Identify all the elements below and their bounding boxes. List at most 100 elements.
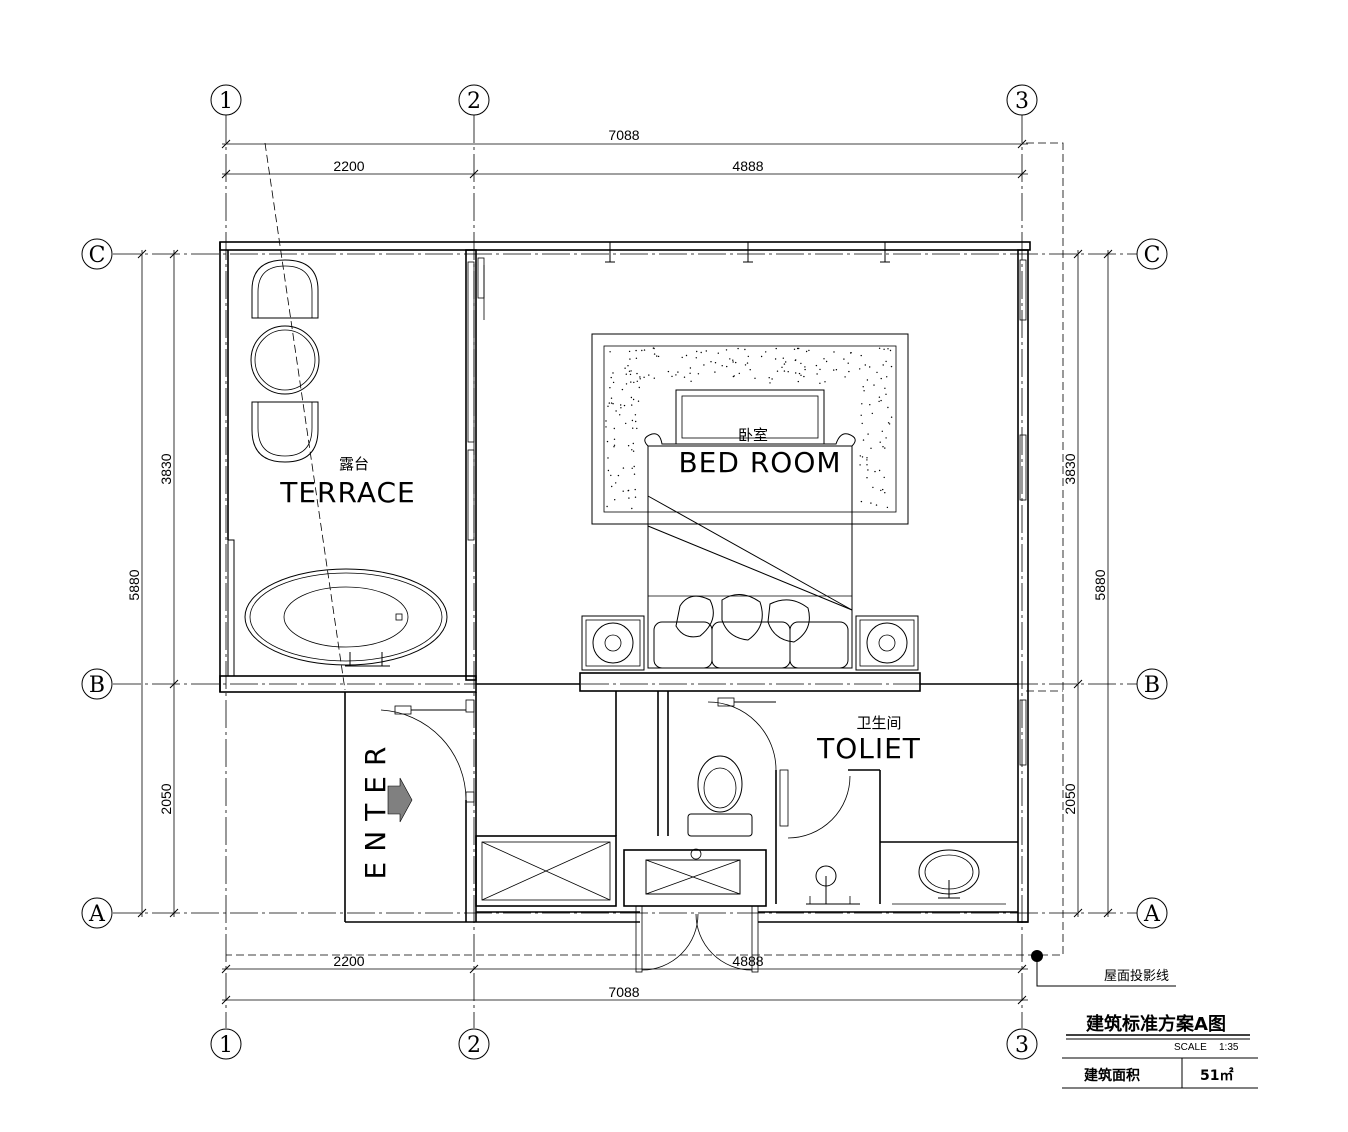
rug-speckle: [608, 402, 610, 404]
rug-speckle: [610, 397, 613, 399]
rug-speckle: [866, 459, 868, 461]
rug-speckle: [643, 376, 645, 378]
rug-speckle: [631, 419, 634, 422]
rug-speckle: [634, 496, 637, 498]
rug-speckle: [866, 379, 869, 381]
svg-text:C: C: [1144, 243, 1161, 268]
svg-text:A: A: [88, 902, 106, 927]
shower-fixture: [806, 865, 860, 905]
terrace-label-cn: 露台: [339, 455, 369, 473]
rug-speckle: [880, 377, 882, 380]
rug-speckle: [621, 388, 624, 391]
grid-bubble-bottom-1: 1: [210, 1028, 242, 1060]
rug-speckle: [882, 446, 884, 448]
curtain-track: [477, 242, 890, 320]
rug-speckle: [774, 358, 777, 360]
dim-right-lower: 2050: [1062, 783, 1078, 814]
rug-speckle: [620, 404, 622, 406]
rug-speckle: [635, 420, 637, 423]
rug-speckle: [630, 396, 633, 399]
rug-speckle: [862, 439, 865, 441]
grid-bubble-right-C: C: [1136, 238, 1168, 270]
rug-speckle: [732, 375, 735, 378]
rug-speckle: [798, 372, 801, 375]
rug-speckle: [844, 376, 846, 378]
rug-speckle: [760, 355, 763, 358]
rug-speckle: [859, 464, 861, 466]
rug-speckle: [803, 375, 805, 378]
rug-speckle: [614, 499, 616, 501]
rug-speckle: [881, 430, 883, 432]
rug-speckle: [689, 372, 691, 374]
rug-speckle: [610, 474, 612, 477]
rug-speckle: [890, 416, 893, 418]
rug-speckle: [632, 398, 635, 401]
rug-speckle: [737, 347, 739, 350]
dim-left-upper: 3830: [158, 453, 174, 484]
rug-speckle: [607, 457, 609, 459]
rug-speckle: [805, 350, 808, 353]
rug-speckle: [612, 372, 614, 374]
rug-speckle: [623, 404, 626, 407]
rug-speckle: [878, 347, 881, 349]
rug-speckle: [880, 489, 882, 492]
rug-speckle: [860, 414, 862, 416]
roof-note-label: 屋面投影线: [1104, 968, 1169, 984]
bedroom-label-cn: 卧室: [738, 426, 768, 444]
rug-speckle: [631, 404, 633, 406]
rug-speckle: [783, 370, 786, 372]
rug-speckle: [875, 504, 878, 506]
rug-speckle: [782, 357, 784, 359]
rug-speckle: [633, 473, 636, 475]
rug-speckle: [675, 374, 677, 376]
rug-speckle: [869, 404, 871, 406]
svg-text:1: 1: [219, 1033, 233, 1058]
rug-speckle: [607, 405, 609, 407]
dim-bottom-left: 2200: [333, 953, 364, 969]
rug-speckle: [636, 372, 638, 375]
shower-door: [779, 769, 851, 839]
svg-text:3: 3: [1015, 89, 1029, 114]
grid-bubble-top-3: 3: [1006, 84, 1038, 116]
rug-speckle: [612, 403, 614, 405]
rug-speckle: [625, 373, 627, 375]
rug-speckle: [833, 369, 835, 371]
bed: [644, 389, 856, 669]
rug-speckle: [867, 469, 869, 471]
dim-top-left: 2200: [333, 158, 364, 174]
rug-speckle: [863, 390, 865, 392]
wash-basin: [892, 849, 1006, 905]
rug-speckle: [882, 364, 884, 366]
rug-speckle: [819, 382, 821, 384]
rug-speckle: [860, 500, 863, 503]
rug-speckle: [607, 469, 610, 472]
rug-speckle: [862, 386, 864, 388]
rug-speckle: [609, 387, 611, 389]
rug-speckle: [883, 476, 885, 479]
rug-speckle: [615, 410, 617, 412]
title-block-title: 建筑标准方案A图: [1086, 1013, 1226, 1035]
rug-speckle: [867, 433, 869, 435]
rug-speckle: [808, 349, 810, 352]
rug-speckle: [847, 362, 849, 364]
dim-right-upper: 3830: [1062, 453, 1078, 484]
rug-speckle: [795, 359, 797, 361]
rug-speckle: [627, 490, 629, 492]
rug-speckle: [861, 422, 863, 425]
rug-speckle: [744, 364, 747, 366]
rug-speckle: [729, 358, 731, 360]
rug-speckle: [653, 377, 655, 379]
grid-bubble-left-B: B: [81, 668, 113, 700]
grid-bubble-bottom-3: 3: [1006, 1028, 1038, 1060]
rug-speckle: [635, 349, 637, 352]
rug-speckle: [738, 372, 740, 375]
rug-speckle: [628, 497, 630, 499]
rug-speckle: [887, 348, 889, 350]
svg-text:B: B: [89, 673, 105, 698]
toilet-bowl: [687, 755, 753, 837]
rug-speckle: [685, 354, 688, 357]
grid-bubble-top-2: 2: [458, 84, 490, 116]
rug-speckle: [866, 464, 868, 466]
rug-speckle: [696, 350, 698, 353]
